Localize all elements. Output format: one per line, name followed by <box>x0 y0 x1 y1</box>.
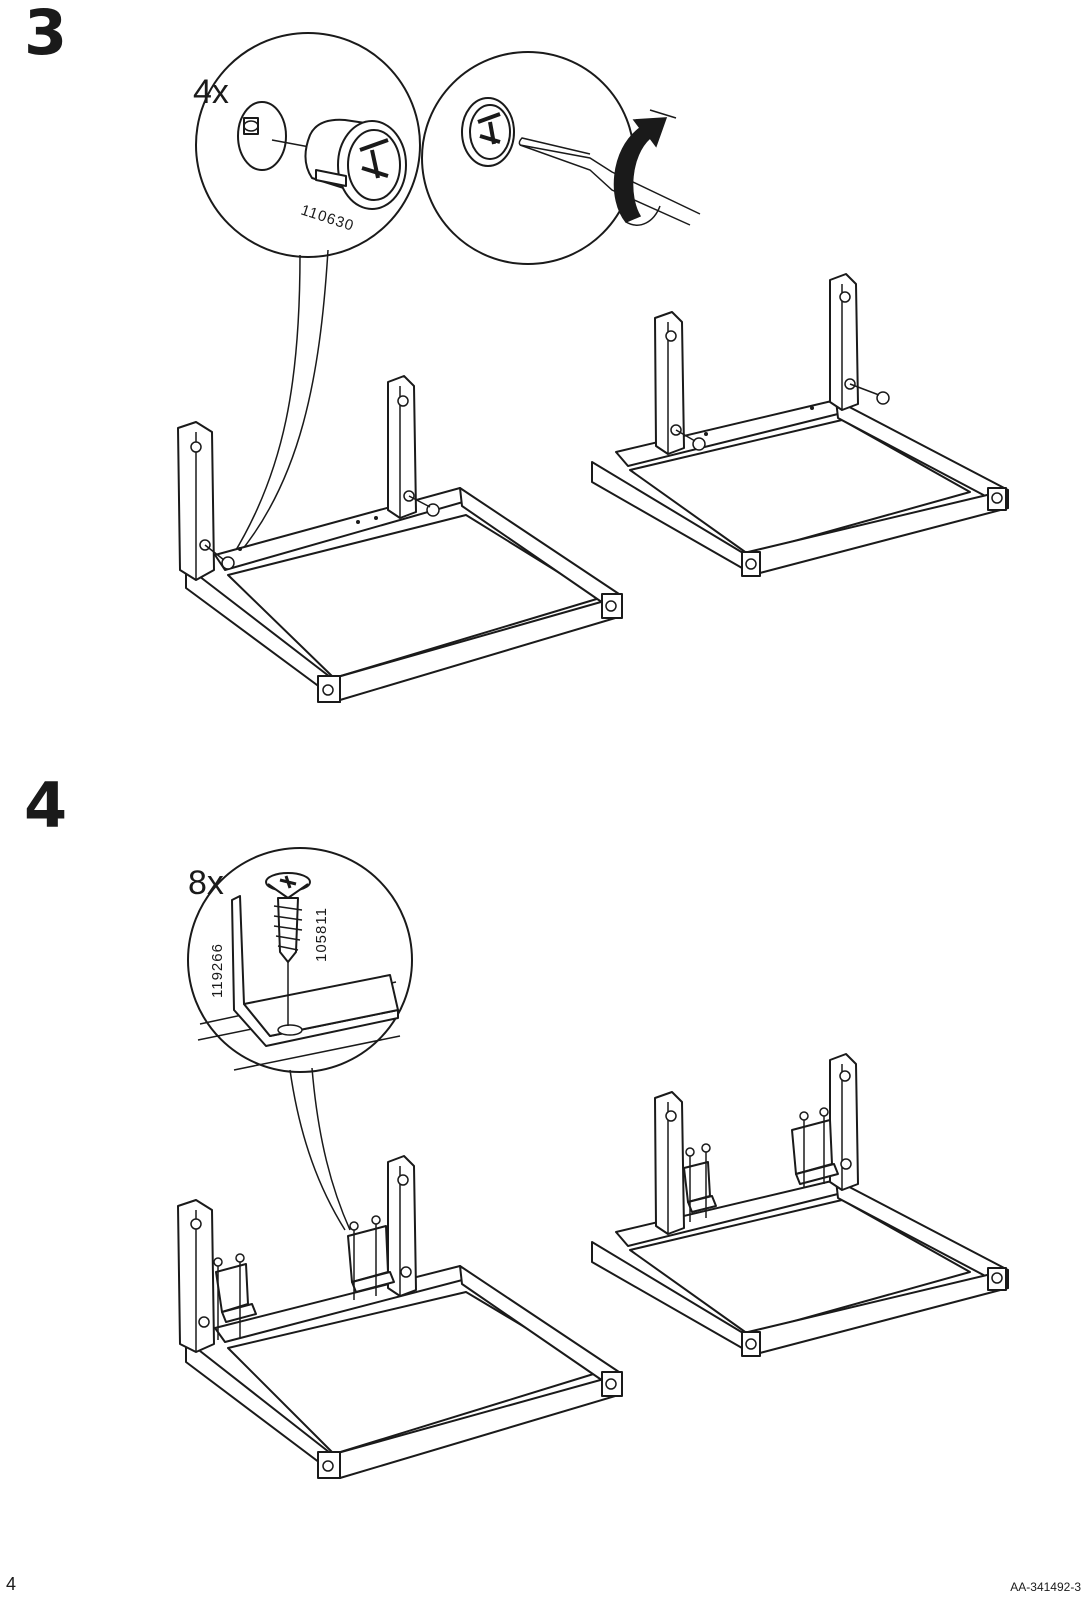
cam-hole-icon <box>238 102 286 170</box>
page-number: 4 <box>6 1574 16 1595</box>
step-4-screw-part-number: 105811 <box>313 907 330 962</box>
step-3-frame-a <box>178 376 622 702</box>
step-4-quantity: 8x <box>188 864 224 902</box>
step-4-detail <box>188 848 412 1230</box>
cam-lock-face-icon <box>462 98 514 166</box>
step-3-frame-b <box>592 274 1008 576</box>
document-code: AA-341492-3 <box>1010 1580 1081 1594</box>
step-3-quantity: 4x <box>193 73 229 111</box>
step-3-detail-insert <box>196 33 420 555</box>
step-4-frame-a <box>178 1156 622 1478</box>
step-3-detail-turn <box>422 52 700 264</box>
step-4-frame-b <box>592 1054 1008 1356</box>
step-4-bracket-part-number: 119266 <box>209 943 226 998</box>
